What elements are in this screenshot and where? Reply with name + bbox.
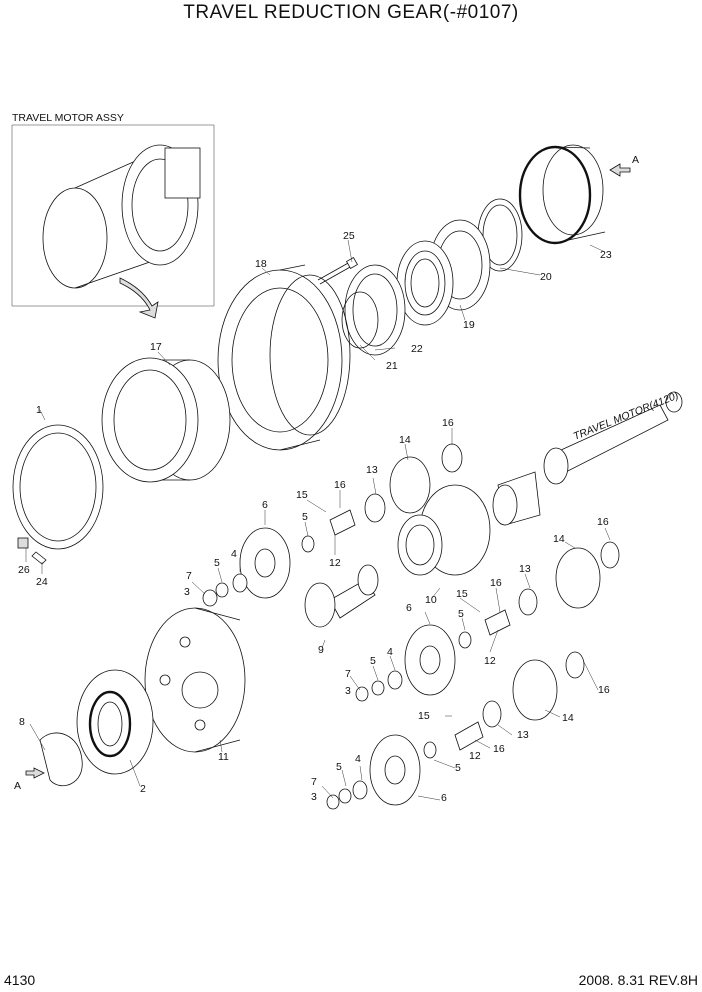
callout: 4 xyxy=(387,646,393,658)
callout: 2 xyxy=(140,783,146,795)
callout: 6 xyxy=(406,602,412,614)
leader-lines xyxy=(25,239,611,801)
callout: 15 xyxy=(418,710,430,722)
callout: 3 xyxy=(184,586,190,598)
callout: 16 xyxy=(334,479,346,491)
callout: 13 xyxy=(519,563,531,575)
page-number: 4130 xyxy=(4,972,36,988)
callout: 4 xyxy=(231,548,237,560)
callout: 20 xyxy=(540,271,552,283)
callout: 15 xyxy=(296,489,308,501)
callout: 17 xyxy=(150,341,162,353)
callout: 22 xyxy=(411,343,423,355)
part-23-ring xyxy=(518,144,606,245)
part-17-ring-gear xyxy=(101,357,231,483)
callout: 13 xyxy=(517,729,529,741)
part-21-ring xyxy=(341,291,379,349)
callout: 10 xyxy=(425,594,437,606)
part-22-seal xyxy=(344,264,406,356)
callout: 26 xyxy=(18,564,30,576)
part-24-bolt xyxy=(31,551,47,565)
callout: 11 xyxy=(218,751,229,763)
callout: 6 xyxy=(441,792,447,804)
callout: 5 xyxy=(458,608,464,620)
callout: 16 xyxy=(490,577,502,589)
part-1-cover xyxy=(12,424,104,550)
callout: 15 xyxy=(456,588,468,600)
callout: 16 xyxy=(493,743,505,755)
callout: 1 xyxy=(36,404,42,416)
callout: 4 xyxy=(355,753,361,765)
travel-motor-inset: TRAVEL MOTOR ASSY xyxy=(11,112,215,319)
part-10-sun-gear xyxy=(397,484,491,576)
travel-motor-shaft: TRAVEL MOTOR(4120) xyxy=(543,390,683,485)
part-2-housing xyxy=(76,669,154,775)
callout: 12 xyxy=(484,655,496,667)
part-26-plug xyxy=(17,537,29,549)
motor-cylinder-end xyxy=(42,187,108,289)
view-arrow-a-top xyxy=(609,163,631,177)
callout: 24 xyxy=(36,576,48,588)
inset-label: TRAVEL MOTOR ASSY xyxy=(12,112,124,124)
part-9-shaft xyxy=(304,564,379,628)
callout: 14 xyxy=(562,712,574,724)
part-11-carrier xyxy=(144,607,246,753)
planet-set-lower-right xyxy=(326,651,585,810)
view-marker-a-bottom: A xyxy=(14,780,21,792)
page-title: TRAVEL REDUCTION GEAR(-#0107) xyxy=(183,2,519,23)
view-marker-a-top: A xyxy=(632,154,639,166)
callout: 5 xyxy=(214,557,220,569)
callout: 16 xyxy=(442,417,454,429)
callout: 8 xyxy=(19,716,25,728)
callout: 6 xyxy=(262,499,268,511)
callout: 16 xyxy=(597,516,609,528)
callout: 13 xyxy=(366,464,378,476)
part-19-bearings xyxy=(396,219,491,326)
callout: 5 xyxy=(336,761,342,773)
planet-set-upper-left xyxy=(202,443,463,607)
callouts: 1 2 3 3 3 4 4 4 5 5 5 5 5 5 6 6 6 7 7 7 … xyxy=(18,230,612,804)
callout: 21 xyxy=(386,360,398,372)
planet-set-middle-right xyxy=(355,541,620,702)
callout: 12 xyxy=(469,750,481,762)
callout: 12 xyxy=(329,557,341,569)
callout: 14 xyxy=(399,434,411,446)
callout: 25 xyxy=(343,230,355,242)
callout: 16 xyxy=(598,684,610,696)
view-arrow-a-bottom xyxy=(25,767,45,779)
part-18-hub xyxy=(217,264,351,451)
revision-date: 2008. 8.31 REV.8H xyxy=(578,972,698,988)
callout: 5 xyxy=(370,655,376,667)
callout: 7 xyxy=(186,570,192,582)
callout: 7 xyxy=(345,668,351,680)
callout: 5 xyxy=(455,762,461,774)
callout: 14 xyxy=(553,533,565,545)
motor-valve-block xyxy=(164,147,201,199)
callout: 9 xyxy=(318,644,324,656)
callout: 3 xyxy=(311,791,317,803)
part-8-cover xyxy=(39,732,83,787)
callout: 18 xyxy=(255,258,267,270)
assembly-arrow-icon xyxy=(119,277,159,319)
part-25-bolt xyxy=(317,261,353,285)
callout: 23 xyxy=(600,249,612,261)
callout: 3 xyxy=(345,685,351,697)
callout: 5 xyxy=(302,511,308,523)
callout: 19 xyxy=(463,319,475,331)
callout: 7 xyxy=(311,776,317,788)
